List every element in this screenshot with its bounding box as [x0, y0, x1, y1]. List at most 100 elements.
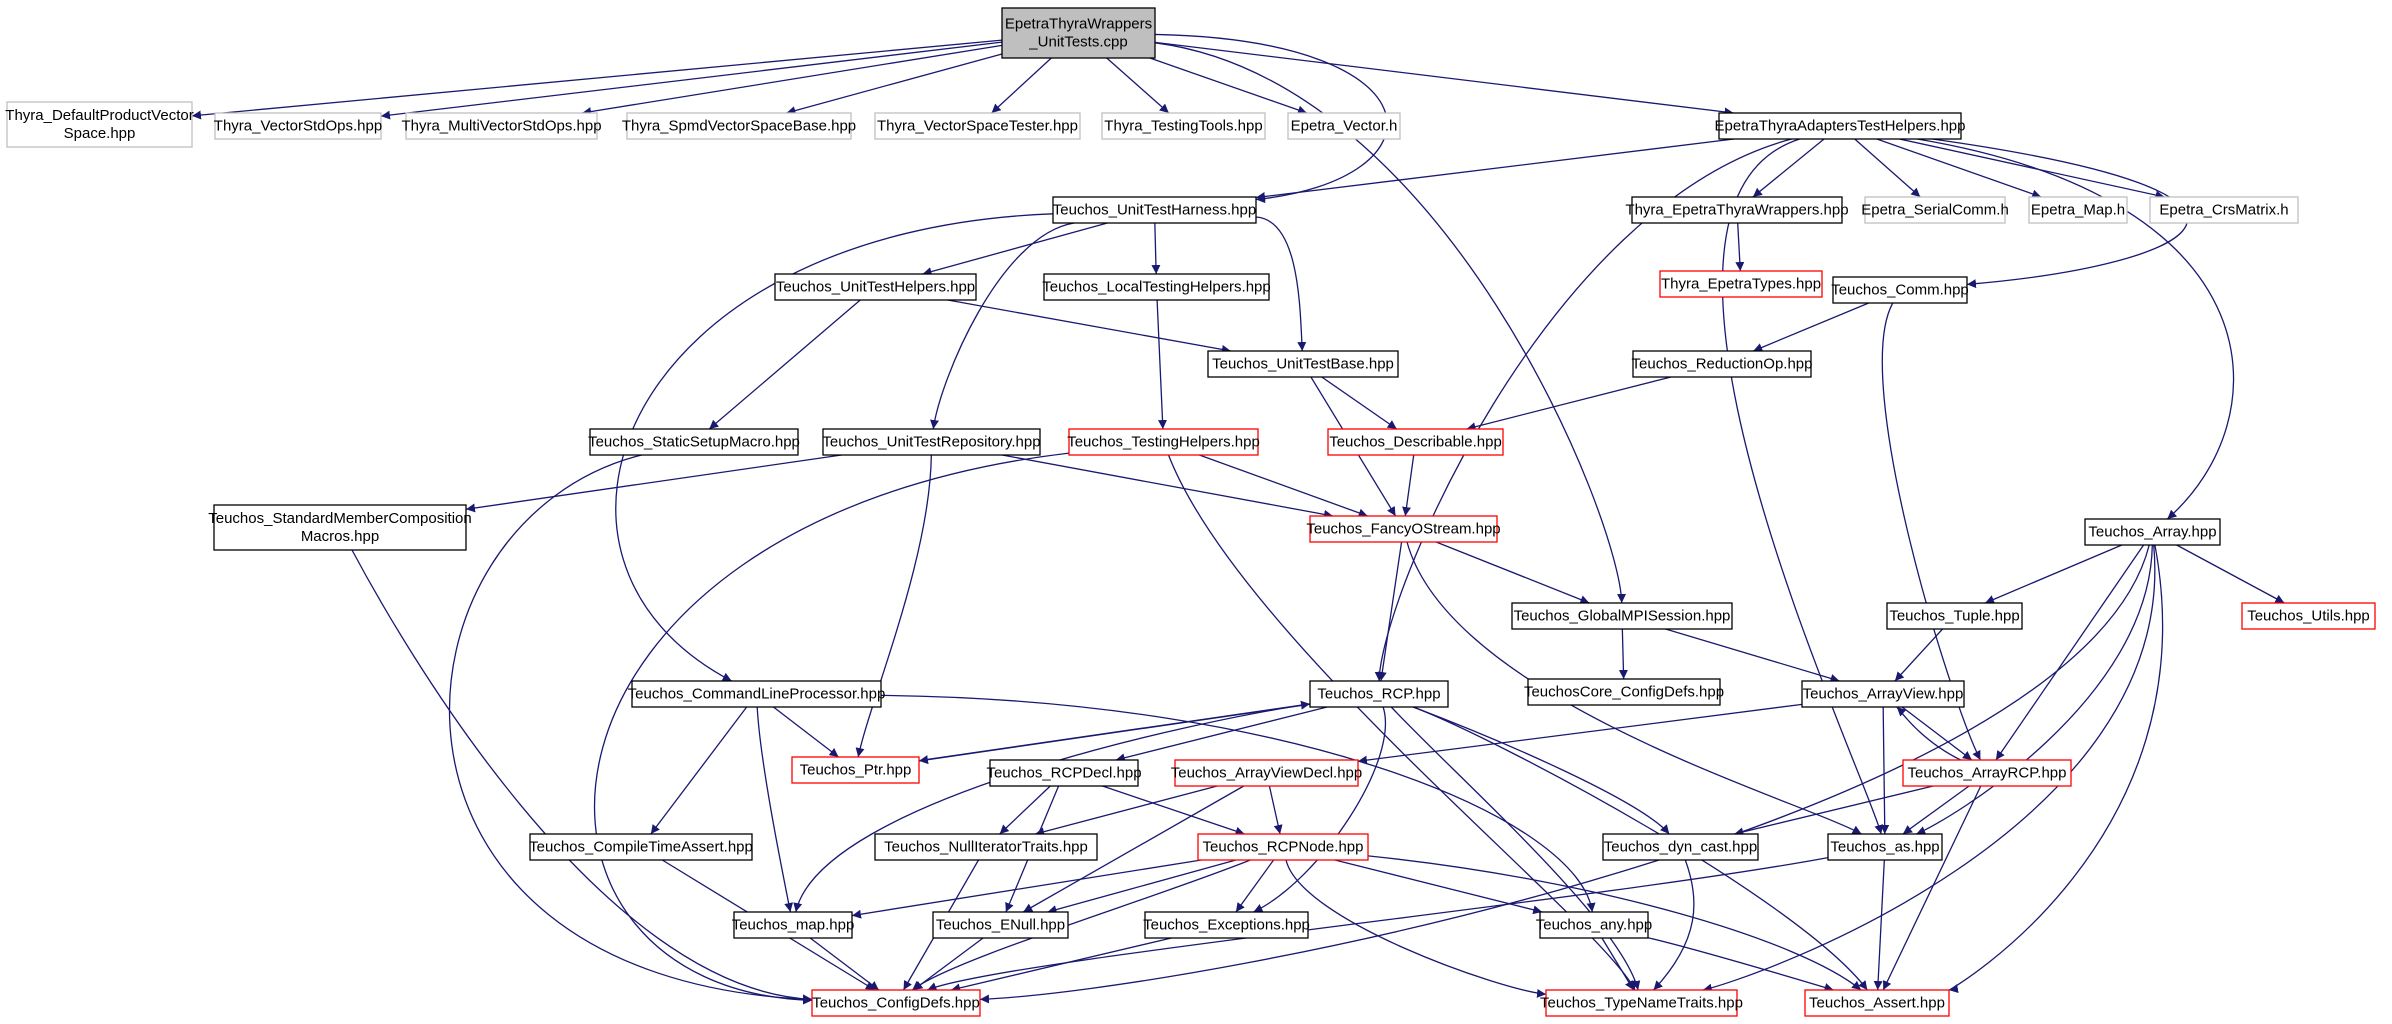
node-utbase[interactable]: Teuchos_UnitTestBase.hpp [1207, 350, 1399, 378]
node-box-as [1827, 833, 1943, 861]
node-assert[interactable]: Teuchos_Assert.hpp [1804, 989, 1950, 1017]
node-box-avdecl [1174, 759, 1359, 787]
node-label-cta: Teuchos_CompileTimeAssert.hpp [529, 839, 753, 856]
edge-utrepo-to-smcm [465, 454, 842, 513]
node-label-any: Teuchos_any.hpp [1536, 917, 1652, 934]
edge-root-to-thyra_spmd [786, 53, 1003, 115]
edge-as-to-configdefs [927, 856, 1829, 991]
node-epetra_crs: Epetra_CrsMatrix.h [2149, 196, 2299, 224]
node-map[interactable]: Teuchos_map.hpp [732, 911, 855, 939]
edge-arcp-to-dyncast [1734, 785, 1934, 837]
node-box-utrepo [822, 428, 1041, 456]
node-box-epetra_crs [2149, 196, 2299, 224]
edge-rcpnode-to-assert [1367, 855, 1862, 991]
node-arcp[interactable]: Teuchos_ArrayRCP.hpp [1902, 759, 2072, 787]
node-box-assert [1804, 989, 1950, 1017]
node-utils[interactable]: Teuchos_Utils.hpp [2241, 602, 2376, 630]
node-fos[interactable]: Teuchos_FancyOStream.hpp [1306, 515, 1501, 543]
node-configdefs[interactable]: Teuchos_ConfigDefs.hpp [811, 989, 981, 1017]
node-box-thyra_spmd [626, 112, 852, 140]
edge-clp-to-ptr [773, 706, 839, 758]
node-enull[interactable]: Teuchos_ENull.hpp [932, 911, 1069, 939]
edge-root-to-thyra_mvstd [582, 44, 1003, 117]
node-box-exceptions [1144, 911, 1309, 939]
node-label-avdecl: Teuchos_ArrayViewDecl.hpp [1171, 765, 1363, 782]
edge-rcp-to-assert [1412, 706, 1868, 991]
edge-rcpdecl-to-nit [999, 785, 1051, 835]
node-avdecl[interactable]: Teuchos_ArrayViewDecl.hpp [1171, 759, 1363, 787]
edge-uthelpers-to-utbase [947, 299, 1231, 354]
node-box-uthelpers [774, 273, 977, 301]
node-label-localth: Teuchos_LocalTestingHelpers.hpp [1042, 279, 1270, 296]
edge-rcpnode-to-exceptions [1235, 859, 1275, 913]
node-coreconfig[interactable]: TeuchosCore_ConfigDefs.hpp [1524, 678, 1724, 706]
node-label-exceptions: Teuchos_Exceptions.hpp [1143, 917, 1310, 934]
node-tuple[interactable]: Teuchos_Tuple.hpp [1886, 602, 2023, 630]
node-nit[interactable]: Teuchos_NullIteratorTraits.hpp [874, 833, 1098, 861]
node-label-rcpnode: Teuchos_RCPNode.hpp [1203, 839, 1364, 856]
edge-ettah-to-thyra_etw [1752, 138, 1825, 198]
edge-arcp-to-arrayview [1896, 706, 1961, 761]
node-rcpdecl[interactable]: Teuchos_RCPDecl.hpp [986, 759, 1142, 787]
node-rcpnode[interactable]: Teuchos_RCPNode.hpp [1197, 833, 1369, 861]
node-label-dyncast: Teuchos_dyn_cast.hpp [1604, 839, 1757, 856]
edge-rcpnode-to-typenametraits [1285, 859, 1547, 998]
node-utrepo[interactable]: Teuchos_UnitTestRepository.hpp [822, 428, 1041, 456]
edge-root-to-thyra_defprod [191, 39, 1003, 120]
node-describable[interactable]: Teuchos_Describable.hpp [1327, 428, 1504, 456]
node-thyra_etw[interactable]: Thyra_EpetraThyraWrappers.hpp [1625, 196, 1849, 224]
edge-thyra_etw-to-thyra_etypes [1735, 222, 1745, 272]
node-smcm[interactable]: Teuchos_StandardMemberCompositionMacros.… [208, 504, 472, 551]
node-box-thyra_etypes [1659, 270, 1823, 298]
node-localth[interactable]: Teuchos_LocalTestingHelpers.hpp [1042, 273, 1271, 301]
node-thyra_etypes[interactable]: Thyra_EpetraTypes.hpp [1659, 270, 1823, 298]
edge-enull-to-configdefs [913, 937, 984, 991]
node-array[interactable]: Teuchos_Array.hpp [2084, 518, 2221, 546]
node-typenametraits[interactable]: Teuchos_TypeNameTraits.hpp [1540, 989, 1743, 1017]
node-label-configdefs: Teuchos_ConfigDefs.hpp [812, 995, 980, 1012]
node-any[interactable]: Teuchos_any.hpp [1536, 911, 1652, 939]
edge-uth-to-clp [615, 213, 1054, 682]
node-rcp[interactable]: Teuchos_RCP.hpp [1309, 680, 1449, 708]
edge-any-to-assert [1647, 937, 1834, 992]
node-uth[interactable]: Teuchos_UnitTestHarness.hpp [1052, 196, 1257, 224]
node-root[interactable]: EpetraThyraWrappers_UnitTests.cpp [1001, 7, 1156, 59]
edge-fos-to-gmpi [1435, 541, 1590, 604]
node-gmpi[interactable]: Teuchos_GlobalMPISession.hpp [1511, 602, 1733, 630]
node-arrayview[interactable]: Teuchos_ArrayView.hpp [1801, 680, 1965, 708]
node-ssm[interactable]: Teuchos_StaticSetupMacro.hpp [588, 428, 800, 456]
node-comm[interactable]: Teuchos_Comm.hpp [1831, 276, 1969, 304]
edge-rcpnode-to-enull [1047, 859, 1237, 914]
edge-uthelpers-to-ssm [708, 299, 861, 430]
edge-root-to-thyra_testtools [1106, 57, 1170, 114]
node-as[interactable]: Teuchos_as.hpp [1827, 833, 1943, 861]
node-box-uth [1052, 196, 1257, 224]
edge-rcp-to-exceptions [1253, 706, 1386, 913]
node-redop[interactable]: Teuchos_ReductionOp.hpp [1632, 350, 1813, 378]
node-dyncast[interactable]: Teuchos_dyn_cast.hpp [1602, 833, 1759, 861]
node-label-thyra_vecstd: Thyra_VectorStdOps.hpp [214, 118, 382, 135]
edge-testhelpers-to-typenametraits [1167, 454, 1636, 991]
node-ptr[interactable]: Teuchos_Ptr.hpp [791, 756, 920, 784]
edge-rcp-to-rcpdecl [1115, 706, 1328, 763]
edge-avdecl-to-nit [1035, 785, 1218, 837]
node-label-testhelpers: Teuchos_TestingHelpers.hpp [1067, 434, 1260, 451]
node-box-localth [1043, 273, 1270, 301]
node-label-rcp: Teuchos_RCP.hpp [1317, 686, 1440, 703]
edge-layer [191, 33, 2285, 1005]
node-uthelpers[interactable]: Teuchos_UnitTestHelpers.hpp [774, 273, 977, 301]
node-testhelpers[interactable]: Teuchos_TestingHelpers.hpp [1067, 428, 1260, 456]
node-label-smcm: Macros.hpp [301, 528, 379, 545]
node-box-cta [529, 833, 753, 861]
node-label-comm: Teuchos_Comm.hpp [1831, 282, 1969, 299]
edge-root-to-gmpi [1154, 42, 1627, 604]
node-clp[interactable]: Teuchos_CommandLineProcessor.hpp [628, 680, 886, 708]
node-label-thyra_defprod: Thyra_DefaultProductVector [5, 107, 193, 124]
node-ettah[interactable]: EpetraThyraAdaptersTestHelpers.hpp [1715, 112, 1966, 140]
node-box-redop [1632, 350, 1812, 378]
node-cta[interactable]: Teuchos_CompileTimeAssert.hpp [529, 833, 753, 861]
node-exceptions[interactable]: Teuchos_Exceptions.hpp [1143, 911, 1310, 939]
node-label-fos: Teuchos_FancyOStream.hpp [1306, 521, 1500, 538]
edge-rcpdecl-to-rcpnode [1102, 785, 1245, 836]
